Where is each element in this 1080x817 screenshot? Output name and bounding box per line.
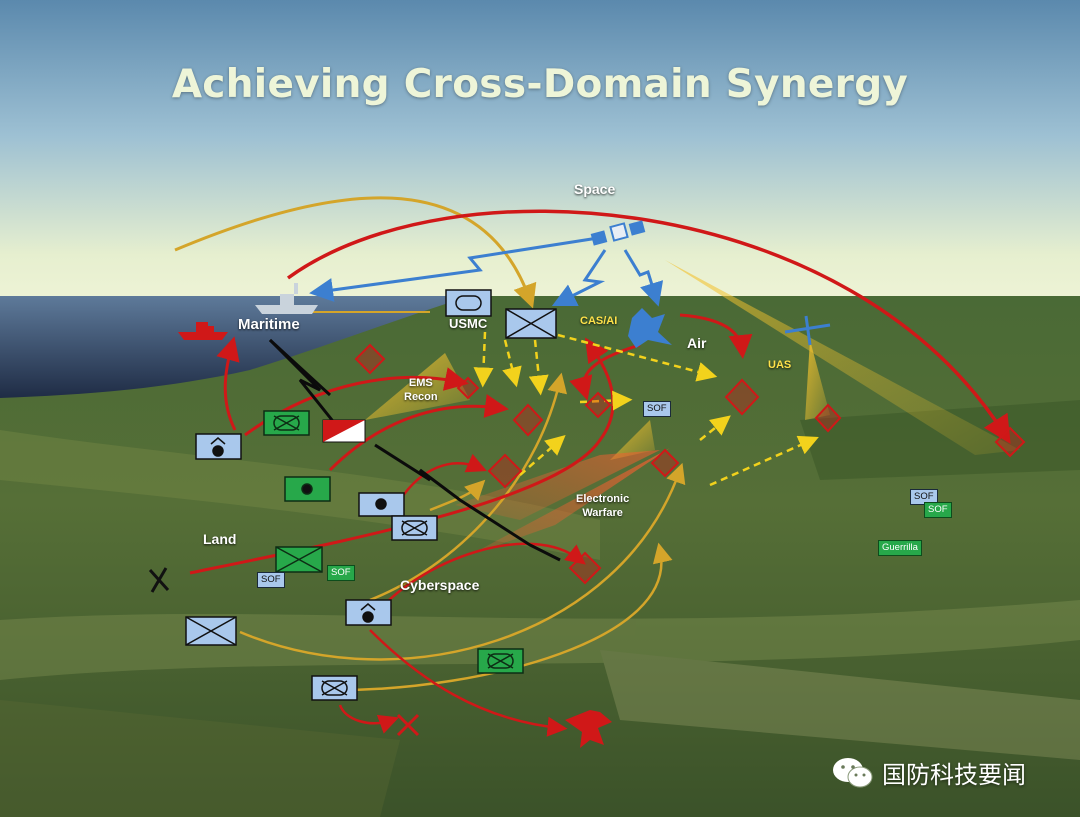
friendly-land-unit-1 <box>195 433 242 460</box>
enemy-unit-flag <box>322 419 366 443</box>
enemy-marker-6 <box>814 403 842 433</box>
cyber-to-aircraft-arc <box>369 629 568 737</box>
usmc-label: USMC <box>449 316 488 331</box>
space-label: Space <box>574 181 616 197</box>
enemy-marker-8 <box>487 453 523 489</box>
satellite-icon <box>590 220 646 246</box>
cyber-red-arc <box>374 542 586 616</box>
electronic-warfare-cone-2 <box>455 450 660 520</box>
watermark-text: 国防科技要闻 <box>882 761 1026 789</box>
friendly-destroyer-icon <box>255 283 318 314</box>
sof-cone <box>610 420 655 460</box>
neutral-unit-4 <box>477 648 524 674</box>
enemy-ship-icon <box>178 322 228 340</box>
enemy-marker-3 <box>512 403 544 437</box>
land-gold-arc-1 <box>239 462 686 661</box>
enemy-marker-5 <box>724 378 760 416</box>
air-label: Air <box>687 335 707 351</box>
land-gold-arc-3 <box>369 372 568 602</box>
electronic-warfare-label: Electronic Warfare <box>576 493 630 519</box>
enemy-marker-10 <box>568 551 602 585</box>
land-to-maritime-arc <box>216 336 240 431</box>
uas-cone-short <box>805 340 830 420</box>
electronic-warfare-cone <box>470 448 670 555</box>
enemy-marker-4 <box>584 391 612 419</box>
ems-recon-label: EMS Recon <box>404 377 438 403</box>
friendly-land-unit-3 <box>391 515 438 541</box>
destroyed-enemy-icon <box>396 713 420 737</box>
maritime-label: Maritime <box>238 316 300 333</box>
diagram-title: Achieving Cross-Domain Synergy <box>171 62 909 107</box>
friendly-land-unit-5 <box>311 675 358 701</box>
uas-label: UAS <box>768 359 792 371</box>
land-gold-arc-4 <box>429 479 486 512</box>
friendly-air-unit-icon <box>628 308 672 348</box>
friendly-cas-unit <box>505 308 557 339</box>
sof-tag-3: SOF <box>924 502 952 518</box>
enemy-marker-7 <box>994 426 1026 458</box>
sky-background <box>0 0 1080 300</box>
guerrilla-tag: Guerrilla <box>878 540 922 556</box>
friendly-land-unit-2 <box>358 492 405 517</box>
land-red-arc-1 <box>328 394 509 472</box>
enemy-marker-1 <box>354 343 386 375</box>
enemy-markers <box>354 343 1026 585</box>
cyber-link-1 <box>268 338 342 431</box>
cyber-link-2 <box>374 443 561 562</box>
enemy-aircraft-icon <box>565 710 612 748</box>
land-label: Land <box>203 531 237 547</box>
friendly-land-unit-4 <box>185 616 237 646</box>
destroyed-unit-icon <box>148 567 170 593</box>
enemy-marker-2 <box>456 376 480 400</box>
watermark: 国防科技要闻 <box>832 755 1026 790</box>
friendly-units <box>185 289 557 701</box>
neutral-unit-3 <box>275 546 323 573</box>
friendly-usmc-unit <box>445 289 492 317</box>
enemy-marker-9 <box>650 448 680 478</box>
cyberspace-label: Cyberspace <box>400 577 480 593</box>
friendly-cyber-unit <box>345 599 392 626</box>
space-links <box>309 236 664 307</box>
land-gold-arc-2 <box>339 542 673 692</box>
wechat-icon <box>833 757 873 787</box>
uas-cone-long <box>665 260 1020 455</box>
fires-dashed-lines <box>473 331 819 487</box>
air-red-arc-2 <box>679 313 753 359</box>
air-red-arc-1 <box>569 343 641 401</box>
uas-icon <box>784 315 831 346</box>
land-red-arc-2 <box>398 453 487 501</box>
space-strike-arc <box>286 209 1011 444</box>
cyber-link-3 <box>268 338 332 397</box>
cas-ai-label: CAS/AI <box>580 315 618 327</box>
sof-tag-5: SOF <box>327 565 355 581</box>
sof-tag-2: SOF <box>910 489 938 505</box>
sof-tag-1: SOF <box>643 401 671 417</box>
sof-tag-4: SOF <box>257 572 285 588</box>
neutral-unit-1 <box>263 410 310 436</box>
neutral-unit-2 <box>284 476 331 502</box>
land-to-target-arc <box>338 704 400 734</box>
neutral-units <box>263 410 524 674</box>
